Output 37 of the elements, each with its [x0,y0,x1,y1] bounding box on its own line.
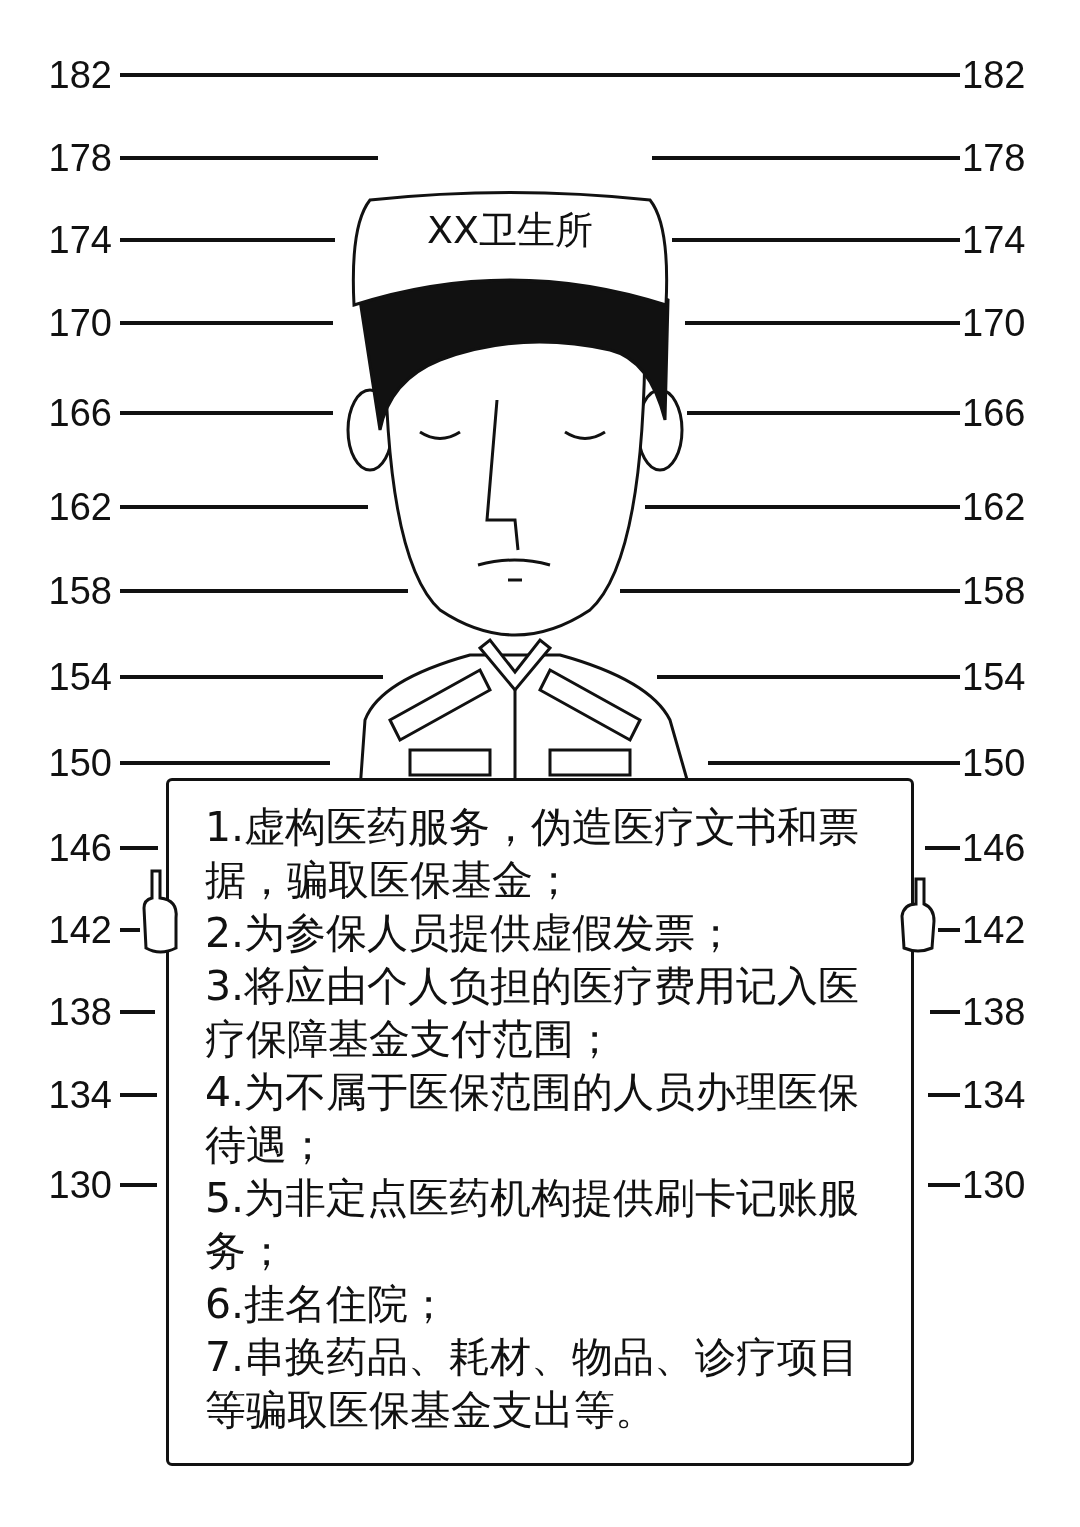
list-item: 3.将应由个人负担的医疗费用记入医疗保障基金支付范围； [205,961,861,1065]
height-number: 166 [48,391,112,435]
list-item: 4.为不属于医保范围的人员办理医保待遇； [205,1067,861,1171]
height-number: 154 [962,655,1026,699]
height-number: 162 [962,485,1026,529]
height-number: 178 [48,136,112,180]
height-number: 174 [962,218,1026,262]
height-number: 130 [48,1163,112,1207]
height-number: 150 [48,741,112,785]
height-number: 162 [48,485,112,529]
height-number: 150 [962,741,1026,785]
list-item: 2.为参保人员提供虚假发票； [205,908,738,959]
height-number: 142 [962,908,1026,952]
height-number: 182 [48,53,112,97]
height-number: 174 [48,218,112,262]
height-number: 178 [962,136,1026,180]
height-number: 170 [48,301,112,345]
list-item: 1.虚构医药服务，伪造医疗文书和票据，骗取医保基金； [205,802,861,906]
list-item: 5.为非定点医药机构提供刷卡记账服务； [205,1173,861,1277]
cap-text: XX卫生所 [425,207,595,254]
height-number: 146 [48,826,112,870]
height-number: 134 [48,1073,112,1117]
height-number: 138 [962,990,1026,1034]
list-item: 7.串换药品、耗材、物品、诊疗项目等骗取医保基金支出等。 [205,1332,861,1436]
height-number: 146 [962,826,1026,870]
sign-board [166,778,914,1466]
height-number: 130 [962,1163,1026,1207]
height-number: 142 [48,908,112,952]
height-number: 170 [962,301,1026,345]
list-item: 6.挂名住院； [205,1279,451,1330]
height-number: 158 [962,569,1026,613]
height-number: 134 [962,1073,1026,1117]
height-number: 158 [48,569,112,613]
height-number: 166 [962,391,1026,435]
height-number: 182 [962,53,1026,97]
height-number: 154 [48,655,112,699]
height-number: 138 [48,990,112,1034]
